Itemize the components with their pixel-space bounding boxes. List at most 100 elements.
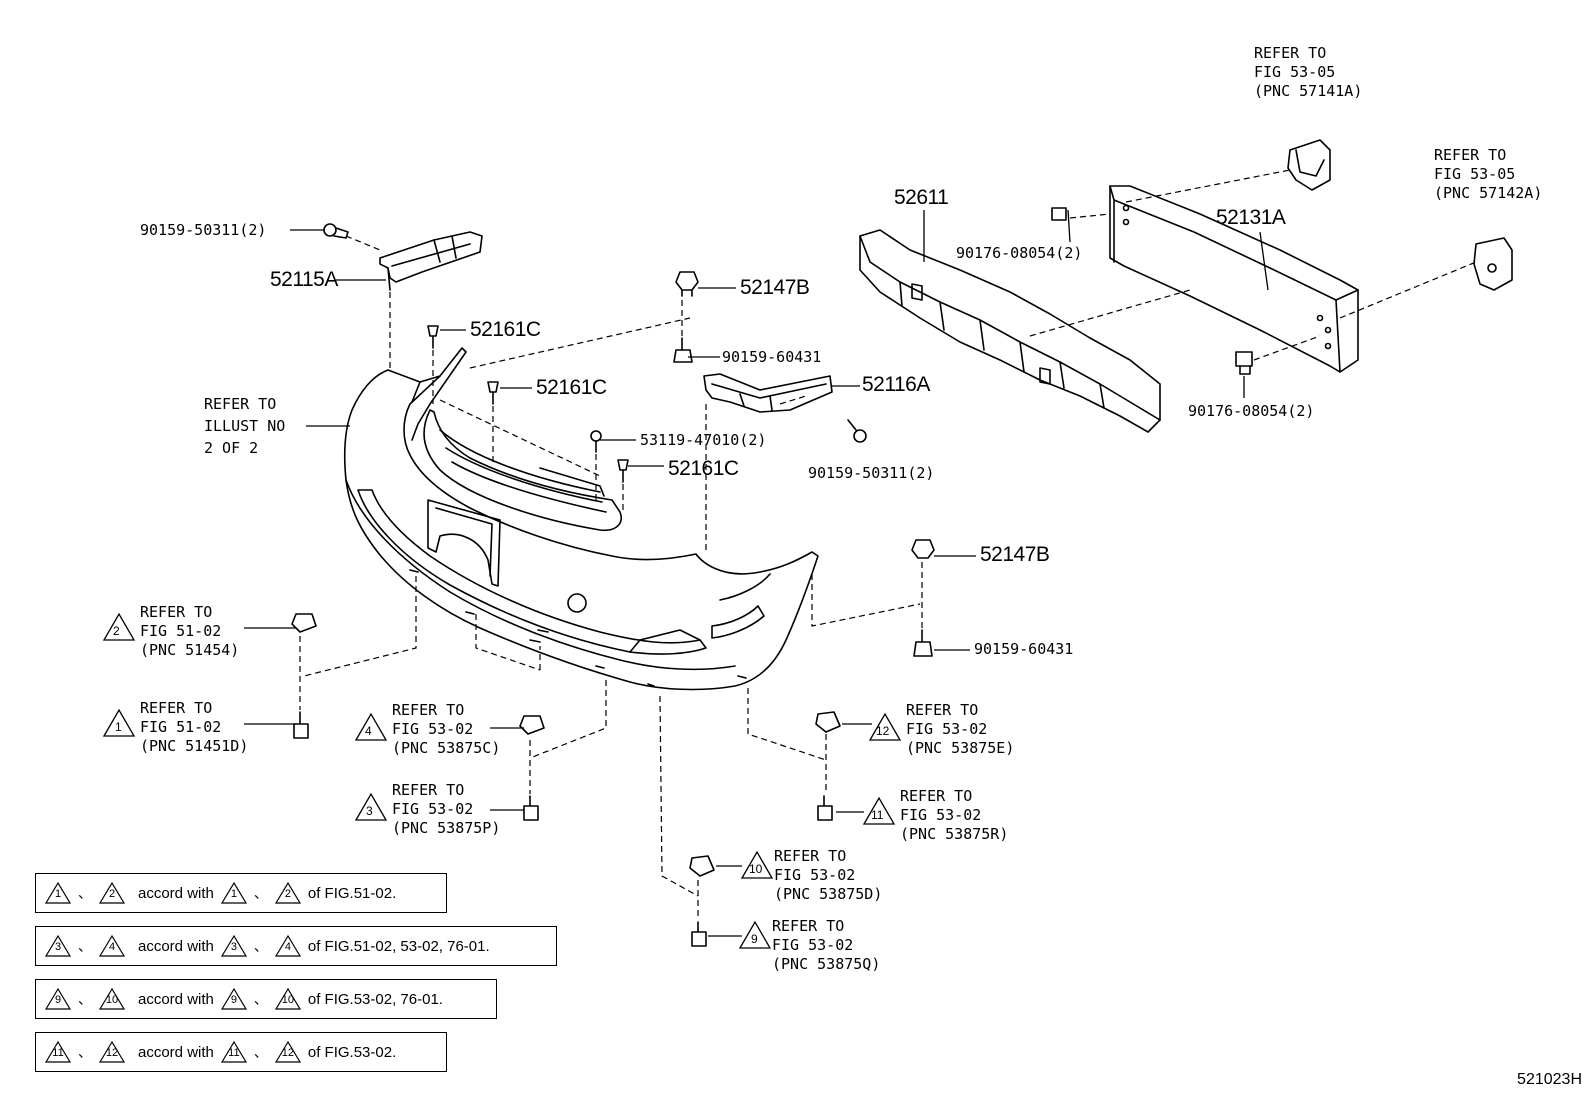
legend-triangle-icon: 1	[220, 881, 248, 905]
retainer-52147B-right	[911, 539, 935, 559]
figure-id: 521023H	[1517, 1071, 1582, 1088]
bracket-57141A	[1287, 139, 1331, 191]
screw-90159-50311-left	[323, 223, 349, 239]
legend-accord-text: accord with	[138, 937, 214, 955]
triangle-number-11: 11	[871, 808, 884, 822]
refer-53875C: REFER TO FIG 53-02 (PNC 53875C)	[392, 701, 501, 757]
bolt-53875Q	[691, 921, 707, 947]
legend-of-text: of FIG.53-02.	[307, 1043, 397, 1061]
reinforcement-52131A	[1109, 185, 1359, 373]
clip-52161C-b	[487, 381, 499, 405]
triangle-marker-1	[102, 708, 136, 737]
legend-of-text: of FIG.51-02, 53-02, 76-01.	[307, 937, 490, 955]
assembly-lines	[299, 169, 1477, 920]
legend-row-9-10: 9 、 10 accord with 9 、 10 of FIG.53-02, …	[35, 979, 497, 1019]
bolt-90159-60431-right	[913, 629, 933, 657]
bolt-51451D	[293, 711, 309, 739]
bracket-57142A	[1473, 237, 1513, 291]
part-label-52115A: 52115A	[270, 268, 338, 291]
nut-51454	[291, 613, 317, 633]
part-label-52131A: 52131A	[1216, 206, 1286, 229]
legend-accord-text: accord with	[138, 990, 214, 1008]
part-label-52611: 52611	[894, 186, 949, 209]
part-label-90176-08054-b: 90176-08054(2)	[1188, 402, 1315, 420]
triangle-marker-10	[740, 850, 774, 879]
part-label-52161C-c: 52161C	[668, 457, 739, 480]
legend-triangle-icon: 9	[44, 987, 72, 1011]
triangle-marker-3	[354, 792, 388, 821]
triangle-number-4: 4	[365, 724, 372, 738]
legend-triangle-icon: 3	[220, 934, 248, 958]
bolt-53875P	[523, 795, 539, 821]
refer-51454: REFER TO FIG 51-02 (PNC 51454)	[140, 603, 240, 659]
legend-triangle-icon: 10	[98, 987, 126, 1011]
triangle-number-9: 9	[751, 932, 758, 946]
nut-90176-08054-a	[1051, 207, 1067, 221]
part-label-90159-60431-right: 90159-60431	[974, 640, 1074, 658]
nut-53875D	[689, 855, 715, 877]
legend-triangle-icon: 4	[274, 934, 302, 958]
part-label-52161C-b: 52161C	[536, 376, 607, 399]
triangle-number-12: 12	[876, 724, 890, 738]
part-label-52116A: 52116A	[862, 373, 930, 396]
legend-triangle-icon: 2	[98, 881, 126, 905]
refer-53875D: REFER TO FIG 53-02 (PNC 53875D)	[774, 847, 883, 903]
bolt-90159-60431-top	[673, 337, 693, 363]
triangle-number-10: 10	[749, 862, 763, 876]
clip-52161C-c	[617, 459, 629, 483]
legend-triangle-icon: 3	[44, 934, 72, 958]
rivet-53119-47010	[590, 430, 602, 453]
absorber-52611	[859, 229, 1161, 433]
refer-fig5305-57141A: REFER TO FIG 53-05 (PNC 57141A)	[1254, 44, 1363, 100]
triangle-number-1: 1	[115, 720, 122, 734]
retainer-52147B-top	[675, 271, 699, 297]
nut-90176-08054-b	[1235, 351, 1253, 375]
triangle-marker-2	[102, 612, 136, 641]
bracket-52115A	[379, 231, 483, 291]
refer-fig5305-57142A: REFER TO FIG 53-05 (PNC 57142A)	[1434, 146, 1543, 202]
part-label-53119-47010: 53119-47010(2)	[640, 431, 767, 449]
triangle-marker-4	[354, 712, 388, 741]
legend-of-text: of FIG.51-02.	[307, 884, 397, 902]
legend-separator: 、	[253, 991, 268, 1007]
legend-triangle-icon: 1	[44, 881, 72, 905]
triangle-marker-12	[868, 712, 902, 741]
leader-lines	[244, 209, 1269, 937]
part-label-52147B-top: 52147B	[740, 276, 810, 299]
legend-triangle-icon: 2	[274, 881, 302, 905]
refer-51451D: REFER TO FIG 51-02 (PNC 51451D)	[140, 699, 249, 755]
clip-52161C-a	[427, 325, 439, 349]
legend-separator: 、	[78, 991, 92, 1007]
bumper-cover	[343, 347, 819, 691]
part-label-90159-60431-top: 90159-60431	[722, 348, 822, 366]
refer-53875R: REFER TO FIG 53-02 (PNC 53875R)	[900, 787, 1009, 843]
legend-row-11-12: 11 、 12 accord with 11 、 12 of FIG.53-02…	[35, 1032, 447, 1072]
triangle-marker-11	[862, 796, 896, 825]
legend-triangle-icon: 11	[44, 1040, 72, 1064]
legend-triangle-icon: 11	[220, 1040, 248, 1064]
triangle-number-3: 3	[366, 804, 373, 818]
part-label-90159-50311-right: 90159-50311(2)	[808, 464, 935, 482]
legend-separator: 、	[253, 885, 268, 901]
legend-separator: 、	[253, 938, 268, 954]
refer-53875Q: REFER TO FIG 53-02 (PNC 53875Q)	[772, 917, 881, 973]
triangle-number-2: 2	[113, 624, 120, 638]
legend-separator: 、	[78, 885, 92, 901]
legend-triangle-icon: 12	[98, 1040, 126, 1064]
legend-triangle-icon: 4	[98, 934, 126, 958]
legend-triangle-icon: 12	[274, 1040, 302, 1064]
part-label-90159-50311-left: 90159-50311(2)	[140, 221, 267, 239]
legend-separator: 、	[253, 1044, 268, 1060]
refer-illust-label: REFER TO ILLUST NO 2 OF 2	[204, 395, 286, 457]
part-label-52147B-right: 52147B	[980, 543, 1050, 566]
bolt-53875R	[817, 795, 833, 821]
refer-53875E: REFER TO FIG 53-02 (PNC 53875E)	[906, 701, 1015, 757]
refer-53875P: REFER TO FIG 53-02 (PNC 53875P)	[392, 781, 501, 837]
screw-90159-50311-right	[847, 419, 867, 443]
legend-separator: 、	[78, 938, 92, 954]
legend-triangle-icon: 10	[274, 987, 302, 1011]
legend-separator: 、	[78, 1044, 92, 1060]
legend-triangle-icon: 9	[220, 987, 248, 1011]
